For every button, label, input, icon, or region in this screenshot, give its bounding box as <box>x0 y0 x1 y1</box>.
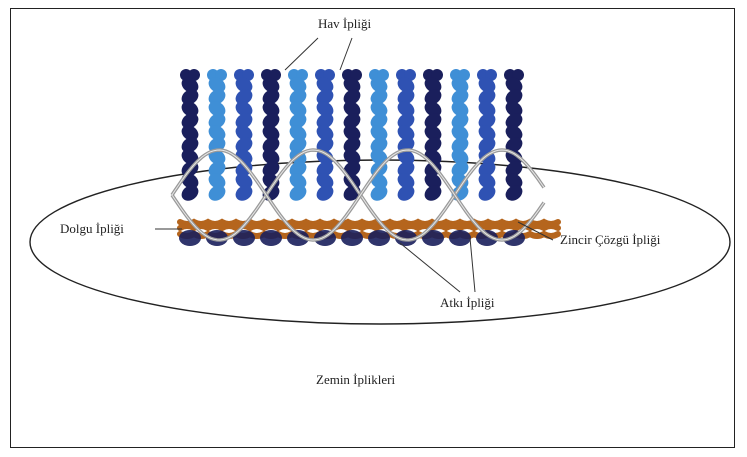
pile-loop <box>179 230 201 246</box>
pile-loop <box>368 230 390 246</box>
stuffer-yarn-label: Dolgu İpliği <box>60 221 124 237</box>
pile-yarn-column <box>395 69 418 246</box>
ground-yarns-label: Zemin İplikleri <box>316 372 395 388</box>
stuffer-strand <box>180 226 558 228</box>
pile-loop <box>260 230 282 246</box>
pile-yarn-leader-1 <box>285 38 318 70</box>
weft-yarn-leader-2 <box>470 238 475 292</box>
pile-yarn-leader-2 <box>340 38 352 70</box>
pile-loop <box>341 230 363 246</box>
weft-yarn-leader-1 <box>400 243 460 292</box>
pile-loop <box>449 230 471 246</box>
chain-warp-yarn-label: Zincir Çözgü İpliği <box>560 232 660 248</box>
pile-yarn-label: Hav İpliği <box>318 16 371 32</box>
weft-yarn-label: Atkı İpliği <box>440 295 495 311</box>
